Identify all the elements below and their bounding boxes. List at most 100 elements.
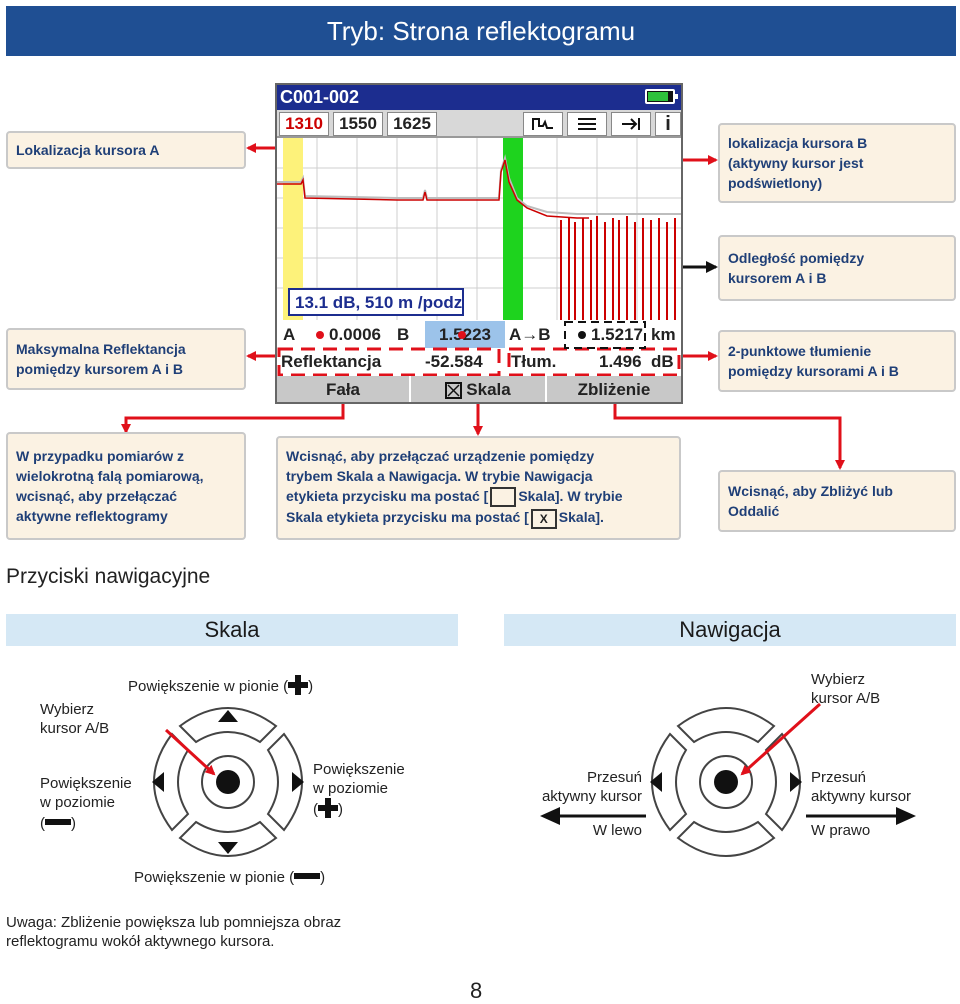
skala-right-a: Powiększenie w poziomie (	[313, 761, 405, 818]
callout-scale-line1: Wcisnąć, aby przełączać urządzenie pomię…	[286, 448, 595, 464]
ab-value: 1.5217	[591, 324, 643, 344]
callout-distance: Odległość pomiędzy kursorem A i B	[718, 235, 956, 301]
nav-select-label: Wybierz kursor A/B	[811, 671, 881, 707]
minus-glyph-bottom	[294, 873, 321, 879]
line-zoom	[613, 404, 845, 470]
trace-gray	[277, 154, 681, 215]
callout-loss: 2-punktowe tłumienie pomiędzy kursorami …	[718, 330, 956, 392]
checkbox-x-icon	[445, 381, 463, 399]
battery-icon	[645, 89, 678, 104]
skala-dpad-right[interactable]	[266, 732, 303, 832]
arrow-to-bar-icon[interactable]	[611, 112, 651, 136]
note-text: Uwaga: Zbliżenie powiększa lub pomniejsz…	[6, 914, 342, 950]
plus-icon	[288, 675, 309, 700]
ab-highlight	[564, 321, 646, 349]
softkey-zoom[interactable]: Zbliżenie	[577, 380, 651, 399]
file-code: C001-002	[280, 87, 360, 107]
dpad-diagrams	[152, 702, 916, 857]
callout-wave-text: W przypadku pomiarów z wielokrotną falą …	[16, 448, 204, 524]
softkey-scale-label: Skala	[466, 380, 511, 399]
skala-dpad-arrows	[152, 710, 304, 854]
nav-left-top-label: Przesuń aktywny kursor	[541, 769, 642, 805]
screen-header: C001-002	[277, 85, 681, 110]
b-label: B	[397, 324, 410, 344]
callout-zoom-text: Wcisnąć, aby Zbliżyć lub Oddalić	[728, 483, 893, 519]
nav-dpad-right[interactable]	[764, 732, 801, 832]
skala-bottom-a: Powiększenie w pionie (	[134, 869, 295, 886]
callout-scale-line4a: Skala etykieta przycisku ma postać [	[286, 509, 529, 526]
skala-left-arrow-icon	[152, 772, 164, 792]
arrow-bar-glyph	[622, 118, 640, 130]
tab-1550[interactable]: 1550	[333, 112, 383, 136]
skala-top-label: Powiększenie w pionie ()	[128, 675, 313, 700]
device-screen: C001-002 1310 1550 1625 i	[275, 83, 683, 404]
cursor-b-dot	[458, 331, 466, 339]
nav-dpad	[651, 707, 801, 857]
cursor-row: A 0.0006 B 1.5223 A→B 1.5217 km	[277, 321, 681, 348]
nav-left-arrow-icon	[650, 772, 662, 792]
skala-dpad-down[interactable]	[178, 820, 278, 857]
list-icon[interactable]	[567, 112, 607, 136]
callout-distance-text: Odległość pomiędzy kursorem A i B	[728, 250, 865, 286]
cursor-a-dot	[316, 331, 324, 339]
skala-header: Skala	[6, 614, 458, 646]
cursor-b-band	[503, 138, 523, 320]
callout-max-refl: Maksymalna Reflektancja pomiędzy kursore…	[6, 328, 246, 390]
trace-icon[interactable]	[523, 112, 563, 136]
nav-long-left-arrow-icon	[540, 807, 560, 825]
distance-dot	[578, 331, 586, 339]
page-number: 8	[470, 978, 483, 1003]
page-title-text: Tryb: Strona reflektogramu	[326, 15, 636, 46]
page-title: Tryb: Strona reflektogramu	[6, 6, 956, 56]
nav-right-top-label: Przesuń aktywny kursor	[811, 769, 912, 805]
softkey-bar: Fała Skala Zbliżenie	[277, 376, 681, 402]
minus-icon	[45, 812, 71, 831]
loss-value: 1.496	[599, 351, 642, 371]
softkey-scale[interactable]: Skala	[411, 376, 547, 402]
section-title: Przyciski nawigacyjne	[6, 565, 211, 588]
tab-1625[interactable]: 1625	[387, 112, 437, 136]
skala-left-b: )	[71, 815, 76, 832]
nav-dpad-left[interactable]	[651, 732, 688, 832]
callout-loss-text: 2-punktowe tłumienie pomiędzy kursorami …	[728, 343, 899, 379]
skala-down-arrow-icon	[218, 842, 238, 854]
callout-wave: W przypadku pomiarów z wielokrotną falą …	[6, 432, 246, 540]
callout-scale-line3a: etykieta przycisku ma postać [	[286, 488, 489, 504]
callout-scale-line2: trybem Skala a Nawigacja. W trybie Nawig…	[286, 468, 593, 484]
refl-value: -52.584	[425, 351, 483, 371]
nav-long-right-arrow-icon	[896, 807, 916, 825]
nav-select-arrow	[740, 702, 822, 776]
skala-left-label: Powiększenie w poziomie ()	[40, 774, 132, 833]
refl-label: Reflektancja	[281, 351, 382, 371]
callout-max-refl-text: Maksymalna Reflektancja pomiędzy kursore…	[16, 341, 186, 377]
scale-label-box	[288, 288, 464, 316]
nav-dpad-up[interactable]	[676, 707, 776, 744]
loss-label: Tłum.	[511, 351, 557, 371]
skala-select-label: Wybierz kursor A/B	[40, 701, 110, 737]
dashed-highlights	[277, 321, 681, 377]
x-box-icon: X	[530, 508, 557, 529]
info-icon[interactable]: i	[655, 112, 681, 136]
callout-scale-line3: etykieta przycisku ma postać [Skala]. W …	[286, 486, 671, 508]
trace-noise	[560, 216, 676, 320]
wavelength-tabs: 1310 1550 1625 i	[277, 110, 681, 138]
skala-bottom-label: Powiększenie w pionie ()	[134, 866, 325, 887]
plus-glyph-right	[318, 798, 338, 818]
callout-scale-line4b: Skala].	[558, 509, 604, 526]
skala-dpad-center	[216, 770, 240, 794]
tab-1310[interactable]: 1310	[279, 112, 329, 136]
nav-dpad-down[interactable]	[676, 820, 776, 857]
nav-right-bottom-label: W prawo	[811, 822, 871, 839]
refl-highlight	[277, 347, 501, 377]
skala-right-arrow-icon	[292, 772, 304, 792]
nav-left-bottom-label: W lewo	[592, 822, 642, 839]
loss-unit: dB	[651, 351, 674, 371]
callout-cursor-a: Lokalizacja kursora A	[6, 131, 246, 169]
ab-label: A→B	[509, 324, 551, 344]
skala-dpad-left[interactable]	[153, 732, 190, 832]
skala-dpad-up[interactable]	[178, 707, 278, 744]
skala-top-b: )	[308, 678, 314, 695]
plus-glyph-top	[288, 675, 309, 695]
softkey-wave[interactable]: Fała	[277, 376, 411, 402]
